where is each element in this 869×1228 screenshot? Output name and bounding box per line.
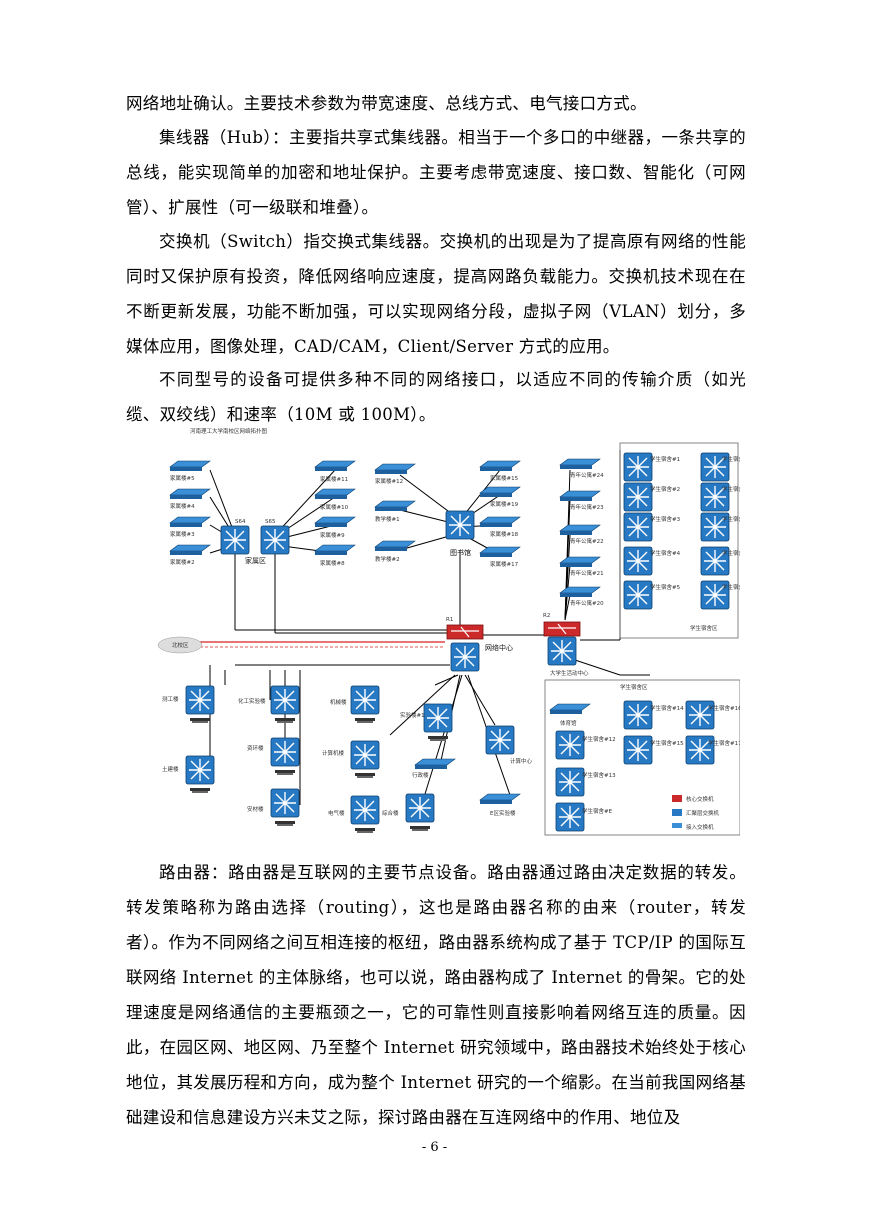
lib-right-label: 家属楼#15: [490, 474, 519, 482]
pc-icon: [190, 718, 210, 723]
dorm-label: 学生宿舍#8: [722, 515, 740, 523]
legend-label: 汇聚层交换机: [686, 809, 720, 817]
legend-access-icon: [672, 823, 682, 828]
dorm-bottom-label: 体育馆: [560, 719, 577, 727]
youth-label: 青年公寓#20: [570, 599, 604, 607]
building-label: 电气楼: [328, 809, 345, 817]
legend-label: 核心交换机: [686, 795, 714, 803]
lib-right-label: 家属楼#19: [490, 500, 519, 508]
paragraph-router: 路由器：路由器是互联网的主要节点设备。路由器通过路由决定数据的转发。转发策略称为…: [126, 863, 746, 1127]
dorm-label: 学生宿舍#1: [650, 455, 680, 463]
building-label: E区实验楼: [490, 809, 516, 817]
dorm-bottom-label: 学生宿舍#12: [582, 735, 616, 743]
youth-label: 青年公寓#21: [570, 569, 604, 577]
dorm-label: 学生宿舍#2: [650, 485, 680, 493]
legend-label: 接入交换机: [686, 823, 714, 831]
youth-label: 青年公寓#23: [570, 503, 604, 511]
core-switch-icon: [446, 624, 484, 640]
dorm-top-right-group: 学生宿舍#7 学生宿舍#6 学生宿舍#8 学生宿舍#10 学生宿舍#11: [700, 452, 740, 610]
switch-label: S65: [265, 519, 276, 525]
figure-title: 河南理工大学南校区网络拓扑图: [190, 427, 268, 435]
switch-s65-icon: [260, 525, 290, 555]
legend-aggregation-icon: [672, 809, 682, 816]
building-label: 化工实验楼: [238, 697, 266, 705]
dorm-label: 学生宿舍#3: [650, 515, 681, 523]
library-switch-icon: [445, 510, 475, 540]
lib-top-label: 家属楼#12: [375, 477, 403, 485]
lib-top-switch-icon: [374, 463, 416, 475]
paragraph-interfaces: 不同型号的设备可提供多种不同的网络接口，以适应不同的传输介质（如光缆、双绞线）和…: [126, 370, 746, 424]
dorm-label: 学生宿舍#6: [722, 485, 740, 493]
building-label: 土建楼: [162, 765, 179, 773]
network-topology-diagram: 河南理工大学南校区网络拓扑图: [157, 427, 740, 836]
campus-link-label: 北校区: [172, 641, 189, 649]
dorm-bottom-label: 学生宿舍#16: [708, 704, 740, 712]
pc-icon: [190, 788, 210, 793]
switch-s64-icon: [220, 525, 250, 555]
dorm-area-top-label: 学生宿舍区: [690, 624, 718, 632]
legend: 核心交换机 汇聚层交换机 接入交换机: [672, 795, 720, 831]
library-label: 图书馆: [450, 548, 471, 557]
router-label: R2: [543, 613, 550, 619]
lib-right-label: 家属楼#18: [490, 530, 519, 538]
family-right-label: 家属楼#11: [320, 475, 348, 483]
center-switch-icon: [450, 642, 480, 672]
lib-right-group: 家属楼#15 家属楼#19 家属楼#18 家属楼#17: [479, 460, 521, 568]
building-switch-icon: [185, 755, 215, 785]
building-label: 安材楼: [247, 805, 264, 813]
family-left-label: 家属楼#5: [170, 474, 195, 482]
lib-left-label: 教学楼#1: [375, 515, 400, 523]
family-right-label: 家属楼#10: [320, 503, 349, 511]
dorm-label: 学生宿舍#11: [722, 583, 740, 591]
family-left-label: 家属楼#3: [170, 530, 195, 538]
dorm-bottom-label: 学生宿舍#17: [708, 739, 740, 747]
paragraph-hub: 集线器（Hub）：主要指共享式集线器。相当于一个多口的中继器，一条共享的总线，能…: [126, 128, 746, 217]
dorm-area-top-box: [619, 442, 739, 639]
dorm-label: 学生宿舍#7: [722, 455, 740, 463]
student-center-label: 大学生活动中心: [550, 669, 589, 677]
family-area-label: 家属区: [245, 556, 266, 565]
building-label: 综合楼: [382, 809, 399, 817]
building-label: 行政楼: [412, 771, 429, 779]
building-label: 实验楼#1: [400, 711, 425, 719]
dorm-bottom-label: 学生宿舍#E: [582, 807, 613, 815]
building-label: 资环楼: [247, 744, 264, 752]
dorm-bottom-label: 学生宿舍#14: [650, 704, 684, 712]
building-label: 机械楼: [330, 698, 347, 706]
dorm-area-bottom-box: [544, 679, 740, 836]
student-center-switch-icon: [547, 636, 577, 666]
lib-left-label: 教学楼#2: [375, 555, 400, 563]
center-label: 网络中心: [485, 643, 513, 652]
page-number: - 6 -: [421, 1140, 448, 1155]
student-core-switch-icon: [543, 621, 581, 637]
dorm-label: 学生宿舍#10: [722, 549, 740, 557]
youth-label: 青年公寓#24: [570, 471, 604, 479]
dorm-top-left-group: 学生宿舍#1 学生宿舍#2 学生宿舍#3 学生宿舍#4 学生宿舍#5: [623, 452, 681, 610]
building-label: 计算中心: [510, 757, 533, 765]
lib-right-label: 家属楼#17: [490, 560, 519, 568]
family-right-label: 家属楼#8: [320, 559, 345, 567]
dorm-bottom-label: 学生宿舍#15: [650, 739, 684, 747]
family-left-group: 家属楼#5 家属楼#4 家属楼#3 家属楼#2: [169, 460, 211, 566]
dorm-bottom-label: 学生宿舍#13: [582, 771, 616, 779]
dorm-label: 学生宿舍#4: [650, 549, 681, 557]
family-right-label: 家属楼#9: [320, 531, 345, 539]
building-label: 测工楼: [162, 695, 179, 703]
family-left-label: 家属楼#2: [170, 558, 195, 566]
dorm-area-bottom-label: 学生宿舍区: [620, 683, 648, 691]
router-label: R1: [446, 617, 453, 623]
campus-cloud-icon: [157, 636, 203, 654]
legend-core-icon: [672, 795, 682, 802]
dorm-label: 学生宿舍#5: [650, 583, 681, 591]
switch-label: S64: [235, 519, 246, 525]
youth-group: 青年公寓#24 青年公寓#23 青年公寓#22 青年公寓#21 青年公寓#20: [559, 458, 604, 607]
family-right-group: 家属楼#11 家属楼#10 家属楼#9 家属楼#8: [314, 460, 356, 567]
building-switch-icon: [185, 685, 215, 715]
paragraph-network-card-end: 网络地址确认。主要技术参数为带宽速度、总线方式、电气接口方式。: [126, 94, 647, 113]
building-label: 计算机楼: [322, 749, 345, 757]
paragraph-switch: 交换机（Switch）指交换式集线器。交换机的出现是为了提高原有网络的性能同时又…: [126, 232, 746, 356]
family-left-label: 家属楼#4: [170, 502, 195, 510]
youth-label: 青年公寓#22: [570, 537, 604, 545]
